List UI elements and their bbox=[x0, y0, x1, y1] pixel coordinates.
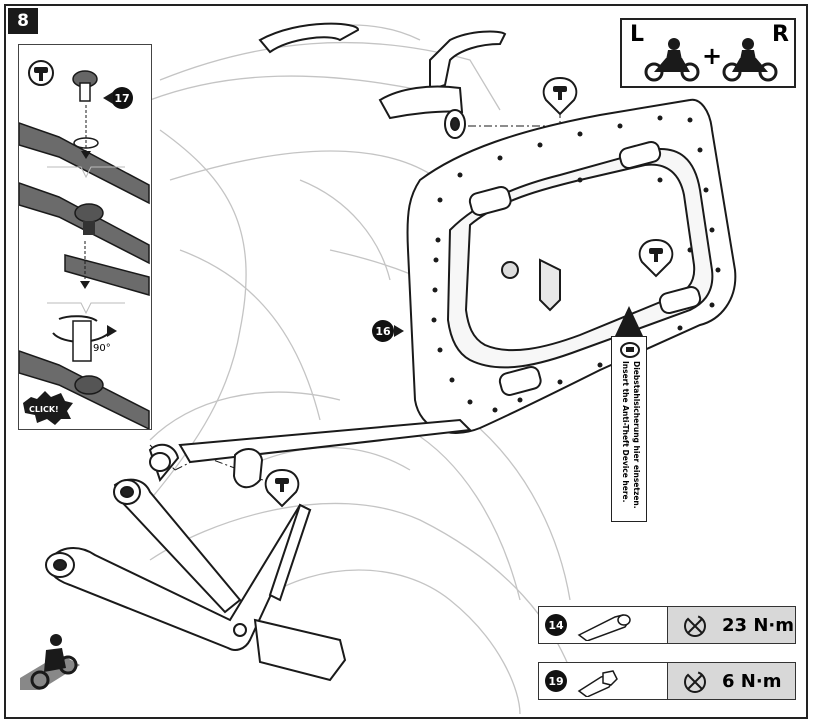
step-number: 8 bbox=[8, 8, 38, 34]
anti-theft-text: Diebstahlsicherung hier einsetzen. Inser… bbox=[612, 337, 648, 523]
motorcycle-left-icon bbox=[644, 38, 700, 82]
short-screw-icon bbox=[577, 670, 618, 697]
carrier-holes bbox=[431, 115, 721, 413]
inset-detail-panel: 17 90° CLICK! bbox=[18, 44, 152, 430]
torque-part-cell: 14 bbox=[539, 607, 668, 643]
anti-theft-text-de: Diebstahlsicherung hier einsetzen. bbox=[632, 361, 641, 509]
torque-value-cell: 23 N·m bbox=[668, 607, 795, 643]
right-side-label: R bbox=[772, 22, 789, 47]
torque-value: 23 N·m bbox=[722, 615, 794, 636]
rider-icon bbox=[20, 634, 80, 690]
torque-part-cell: 19 bbox=[539, 663, 668, 699]
torque-wrench-icon bbox=[684, 615, 706, 637]
pointer-arrow-icon bbox=[103, 92, 113, 104]
diagram-frame bbox=[4, 4, 808, 719]
side-carrier bbox=[178, 98, 737, 489]
torque-row: 14 23 N·m bbox=[538, 606, 796, 644]
part-number-badge: 14 bbox=[545, 614, 567, 636]
part-number-badge: 19 bbox=[545, 670, 567, 692]
anti-theft-label-box: Diebstahlsicherung hier einsetzen. Inser… bbox=[611, 336, 647, 522]
bracket-holes bbox=[45, 452, 247, 637]
torque-wrench-icon bbox=[684, 671, 706, 693]
insert-arrow-icon bbox=[615, 306, 643, 336]
plus-sign: + bbox=[702, 42, 723, 70]
torque-value-cell: 6 N·m bbox=[668, 663, 795, 699]
torque-row: 19 6 N·m bbox=[538, 662, 796, 700]
motorcycle-right-icon bbox=[722, 38, 778, 82]
rear-rack bbox=[258, 22, 507, 139]
torque-value: 6 N·m bbox=[722, 671, 782, 692]
footrest-bracket bbox=[47, 443, 347, 682]
part-17-badge: 17 bbox=[111, 87, 133, 109]
part-16-badge: 16 bbox=[372, 320, 394, 342]
side-indicator: L + R bbox=[620, 18, 796, 88]
long-screw-icon bbox=[577, 614, 631, 641]
left-side-label: L bbox=[630, 22, 645, 47]
pointer-arrow-icon bbox=[394, 325, 404, 337]
rotation-angle-label: 90° bbox=[93, 343, 111, 354]
inset-illustration bbox=[19, 60, 150, 429]
click-label: CLICK! bbox=[29, 405, 59, 414]
lock-icon bbox=[620, 342, 640, 358]
anti-theft-text-en: Insert the Anti-Theft Device here. bbox=[621, 361, 630, 503]
screw-glyphs bbox=[275, 86, 663, 492]
